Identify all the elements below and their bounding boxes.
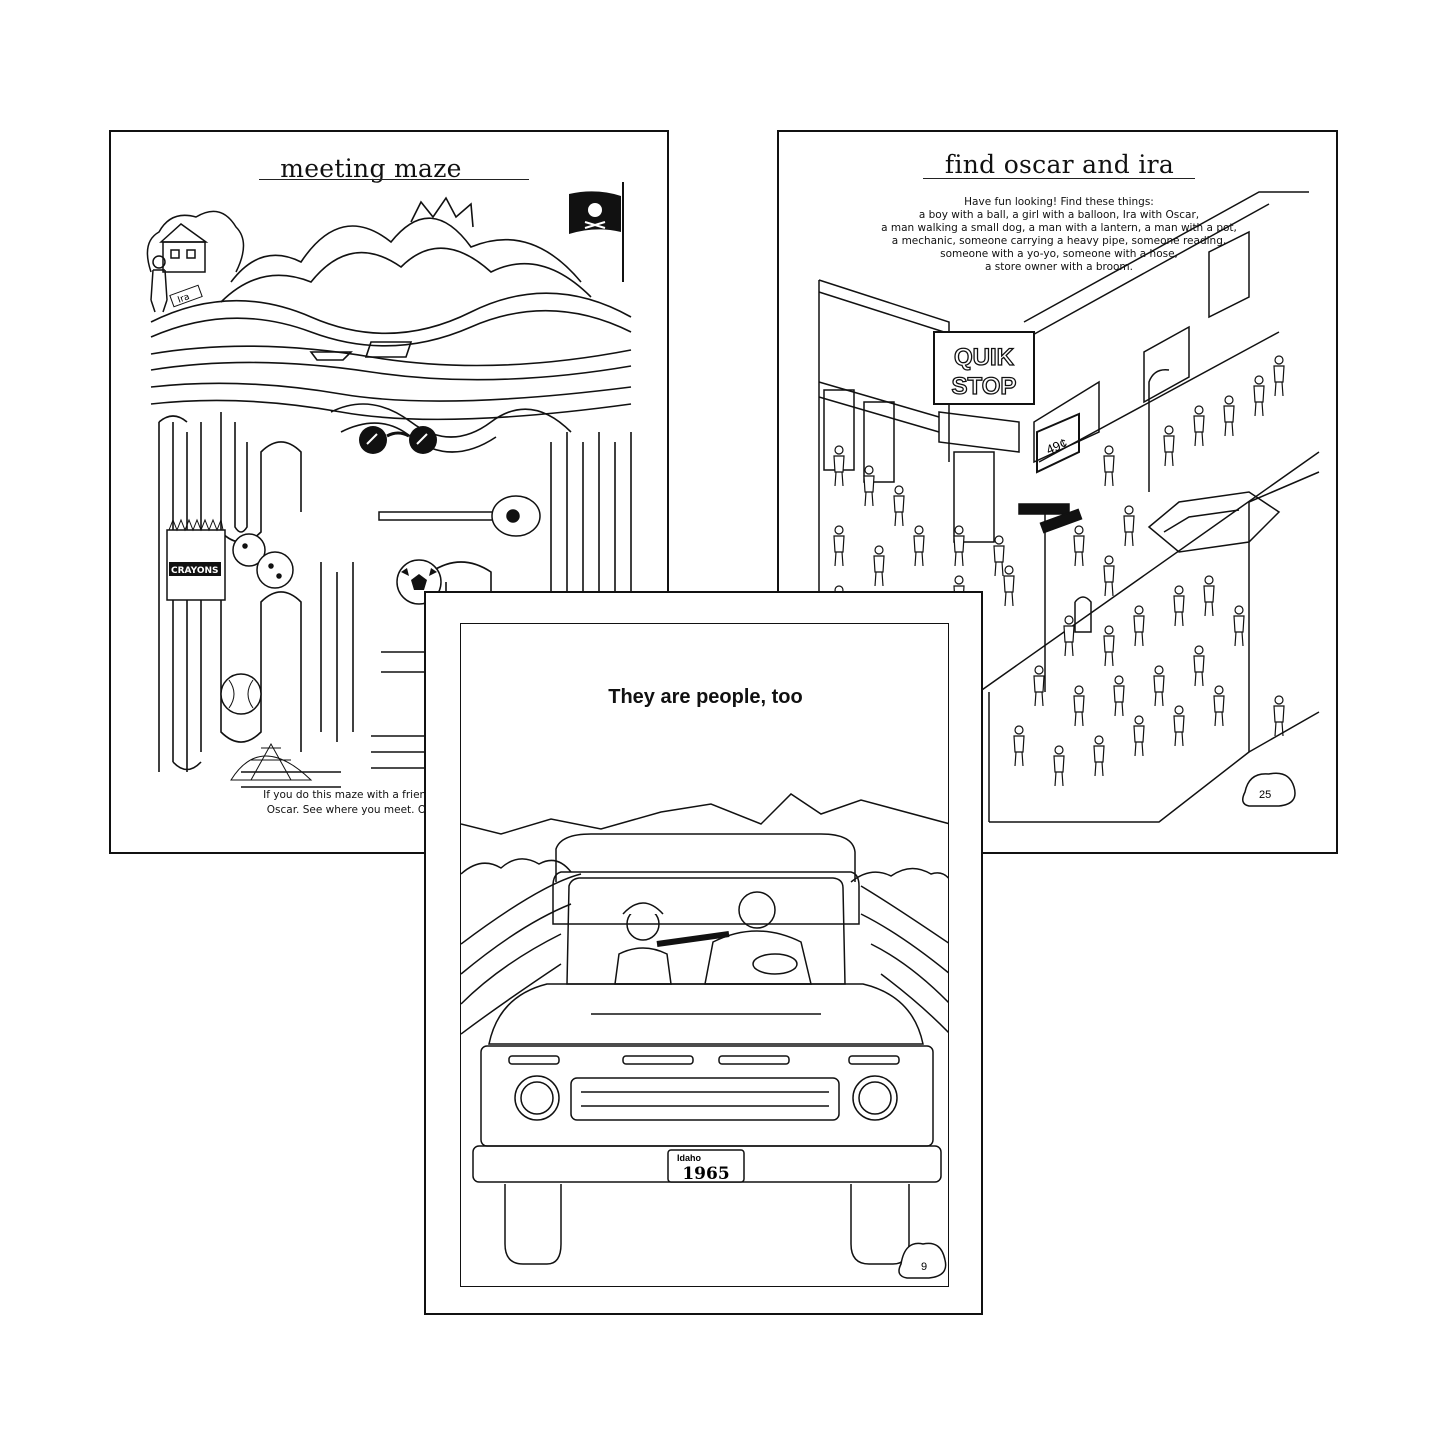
truck-illustration: Idaho 1965 9: [461, 793, 948, 1279]
pedestrian-figure: [1103, 445, 1115, 487]
pedestrian-figure: [1153, 665, 1165, 707]
people-page: They are people, too: [424, 591, 983, 1315]
pedestrian-figure: [1173, 705, 1185, 747]
pedestrian-figure: [1203, 575, 1215, 617]
pedestrian-figure: [1073, 685, 1085, 727]
cookies-icon: [232, 533, 294, 589]
instruction-line: someone with a yo-yo, someone with a hos…: [940, 248, 1178, 260]
price-sign: 49¢: [1044, 435, 1070, 458]
instruction-line: a boy with a ball, a girl with a balloon…: [918, 209, 1200, 221]
rock-icon: [898, 1242, 947, 1279]
pedestrian-figure: [1103, 555, 1115, 597]
svg-text:CRAYONS: CRAYONS: [171, 566, 219, 576]
pedestrian-figure: [1273, 695, 1285, 737]
pedestrian-figure: [1093, 735, 1105, 777]
instruction-line: Have fun looking! Find these things:: [964, 196, 1154, 208]
people-page-number: 9: [921, 1261, 927, 1273]
maze-title: meeting maze: [280, 154, 462, 183]
find-page-number: 25: [1259, 789, 1271, 801]
people-title: They are people, too: [608, 686, 803, 708]
find-instructions: Have fun looking! Find these things: a b…: [809, 196, 1309, 274]
ira-sign: Ira: [169, 284, 203, 308]
baseball-icon: [220, 673, 262, 715]
pedestrian-figure: [1163, 425, 1175, 467]
svg-text:Idaho: Idaho: [677, 1153, 702, 1163]
pedestrian-figure: [1223, 395, 1235, 437]
pedestrian-figure: [1193, 405, 1205, 447]
pedestrian-figure: [863, 465, 875, 507]
svg-text:QUIK: QUIK: [954, 344, 1015, 371]
pirate-flag-icon: [569, 182, 624, 282]
pedestrian-figure: [1133, 715, 1145, 757]
pedestrian-figure: [893, 485, 905, 527]
instruction-line: a man walking a small dog, a man with a …: [881, 222, 1237, 234]
pedestrian-figure: [1173, 585, 1185, 627]
pedestrian-figure: [1193, 645, 1205, 687]
license-plate: Idaho 1965: [667, 1149, 745, 1184]
net-bag-icon: [230, 742, 313, 781]
maze-page: meeting maze Ira: [109, 130, 669, 854]
guitar-icon: [378, 495, 541, 537]
ira-figure: [150, 255, 168, 313]
maze-title-rule: [259, 179, 529, 180]
crayons-box-icon: CRAYONS: [166, 518, 226, 601]
pedestrian-figure: [1013, 725, 1025, 767]
pedestrian-figure: [1033, 665, 1045, 707]
pedestrian-figure: [1053, 745, 1065, 787]
find-title: find oscar and ira: [944, 150, 1175, 179]
pedestrian-figure: [1113, 675, 1125, 717]
pedestrian-figure: [1273, 355, 1285, 397]
pedestrian-figure: [1063, 615, 1075, 657]
instruction-line: a store owner with a broom.: [985, 261, 1133, 273]
pedestrian-figure: [913, 525, 925, 567]
house-icon: [146, 210, 245, 273]
pedestrian-figure: [1123, 505, 1135, 547]
quik-stop-sign: QUIK STOP: [933, 331, 1035, 405]
rock-icon: [1242, 772, 1296, 807]
instruction-line: a mechanic, someone carrying a heavy pip…: [891, 235, 1227, 247]
pedestrian-figure: [1233, 605, 1245, 647]
pedestrian-figure: [1073, 525, 1085, 567]
sunglasses-icon: [359, 426, 437, 454]
svg-text:Ira: Ira: [177, 292, 192, 305]
pedestrian-figure: [993, 535, 1005, 577]
pedestrian-figure: [1213, 685, 1225, 727]
svg-text:STOP: STOP: [952, 373, 1017, 400]
find-title-rule: [923, 178, 1195, 179]
pedestrian-figure: [1103, 625, 1115, 667]
pedestrian-figure: [1253, 375, 1265, 417]
svg-text:1965: 1965: [682, 1164, 729, 1184]
pedestrian-figure: [953, 525, 965, 567]
pedestrian-figure: [1003, 565, 1015, 607]
pedestrian-figure: [833, 525, 845, 567]
people-frame: They are people, too: [460, 623, 949, 1287]
pedestrian-figure: [873, 545, 885, 587]
pedestrian-figure: [1133, 605, 1145, 647]
pedestrian-figure: [833, 445, 845, 487]
